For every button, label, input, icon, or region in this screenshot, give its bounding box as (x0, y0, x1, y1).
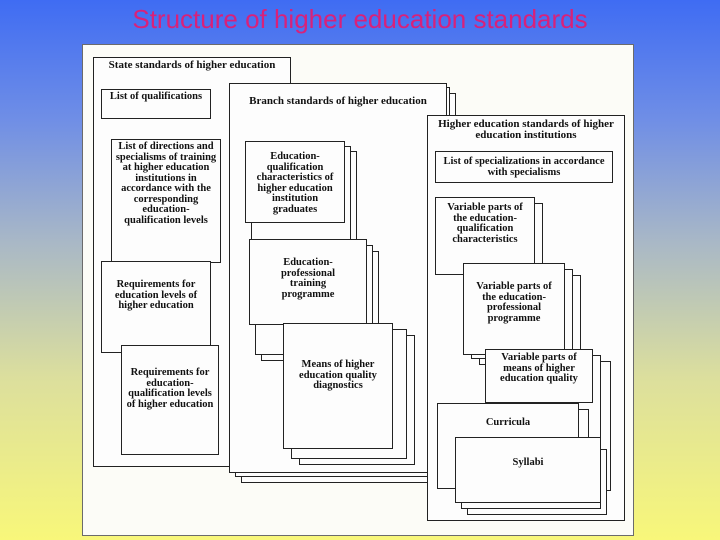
branch-standards-header: Branch standards of higher education (229, 83, 447, 119)
list-of-qualifications-box: List of qualifications (101, 89, 211, 119)
slide-title: Structure of higher education standards (132, 4, 588, 34)
diagram-panel: State standards of higher education List… (82, 44, 634, 536)
quality-diagnostics-box: Means of higher education quality diagno… (283, 323, 393, 449)
institution-standards-header: Higher education standards of higher edu… (438, 118, 614, 141)
syllabi-box: Syllabi (455, 437, 601, 503)
list-of-specializations-box: List of specializations in accordance wi… (435, 151, 613, 183)
requirements-qualification-levels-box: Requirements for education-qualification… (121, 345, 219, 455)
variable-characteristics-box: Variable parts of the education-qualific… (435, 197, 535, 275)
requirements-education-levels-box: Requirements for education levels of hig… (101, 261, 211, 353)
education-professional-programme-box: Education-professional training programm… (249, 239, 367, 325)
variable-quality-box: Variable parts of means of higher educat… (485, 349, 593, 403)
variable-programme-box: Variable parts of the education-professi… (463, 263, 565, 355)
state-standards-header: State standards of higher education (93, 57, 291, 83)
education-qualification-characteristics-box: Education-qualification characteristics … (245, 141, 345, 223)
list-of-directions-box: List of directions and specialisms of tr… (111, 139, 221, 263)
